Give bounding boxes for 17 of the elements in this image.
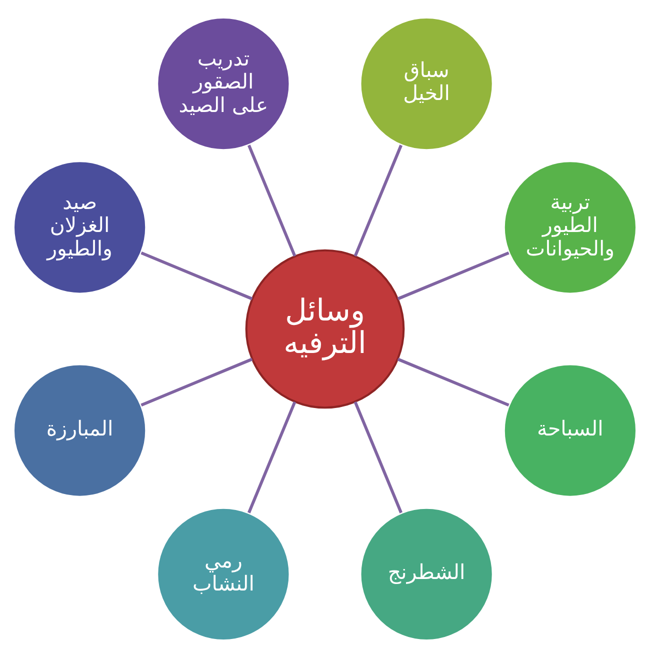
node-circle: وسائل الترفيه (245, 248, 405, 408)
connector (248, 400, 296, 513)
connector (354, 400, 402, 513)
connector (397, 357, 510, 406)
connector (354, 144, 402, 256)
connector (248, 144, 296, 256)
connector (140, 251, 253, 300)
node-circle: السباحة (502, 362, 638, 498)
node-circle: المبارزة (12, 362, 148, 498)
node-circle: تربية الطيور والحيوانات (502, 160, 638, 294)
node-circle: الشطرنج (359, 506, 494, 642)
node-circle: رمي النشاب (156, 506, 291, 642)
connector (397, 251, 510, 300)
node-circle: سباق الخيل (359, 16, 494, 151)
node-circle: صيد الغزلان والطيور (12, 160, 148, 294)
node-circle: تدريب الصقور على الصيد (156, 16, 291, 151)
connector (140, 357, 253, 406)
